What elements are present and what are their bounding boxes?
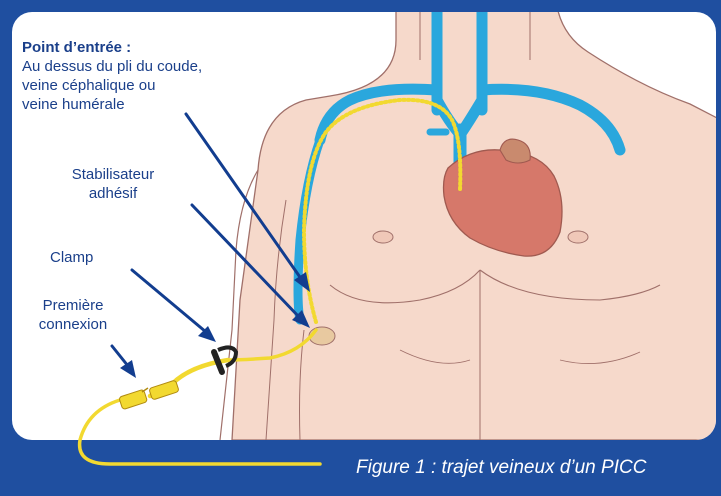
stabilizer-label-line: adhésif — [48, 184, 178, 203]
stabilizer-label: Stabilisateur adhésif — [48, 165, 178, 203]
stabilizer-label-line: Stabilisateur — [48, 165, 178, 184]
connection-label-line: Première — [18, 296, 128, 315]
nipple-left — [373, 231, 393, 243]
connection-label-line: connexion — [18, 315, 128, 334]
clamp-label: Clamp — [50, 248, 93, 267]
entry-point-line: Au dessus du pli du coude, — [22, 57, 282, 76]
entry-point-line: veine céphalique ou — [22, 76, 282, 95]
nipple-right — [568, 231, 588, 243]
connection-label: Première connexion — [18, 296, 128, 334]
entry-point-line: veine humérale — [22, 95, 282, 114]
entry-point-description: Au dessus du pli du coude, veine céphali… — [22, 57, 282, 114]
figure-caption: Figure 1 : trajet veineux d’un PICC — [356, 457, 646, 479]
entry-point-title: Point d’entrée : — [22, 38, 131, 57]
